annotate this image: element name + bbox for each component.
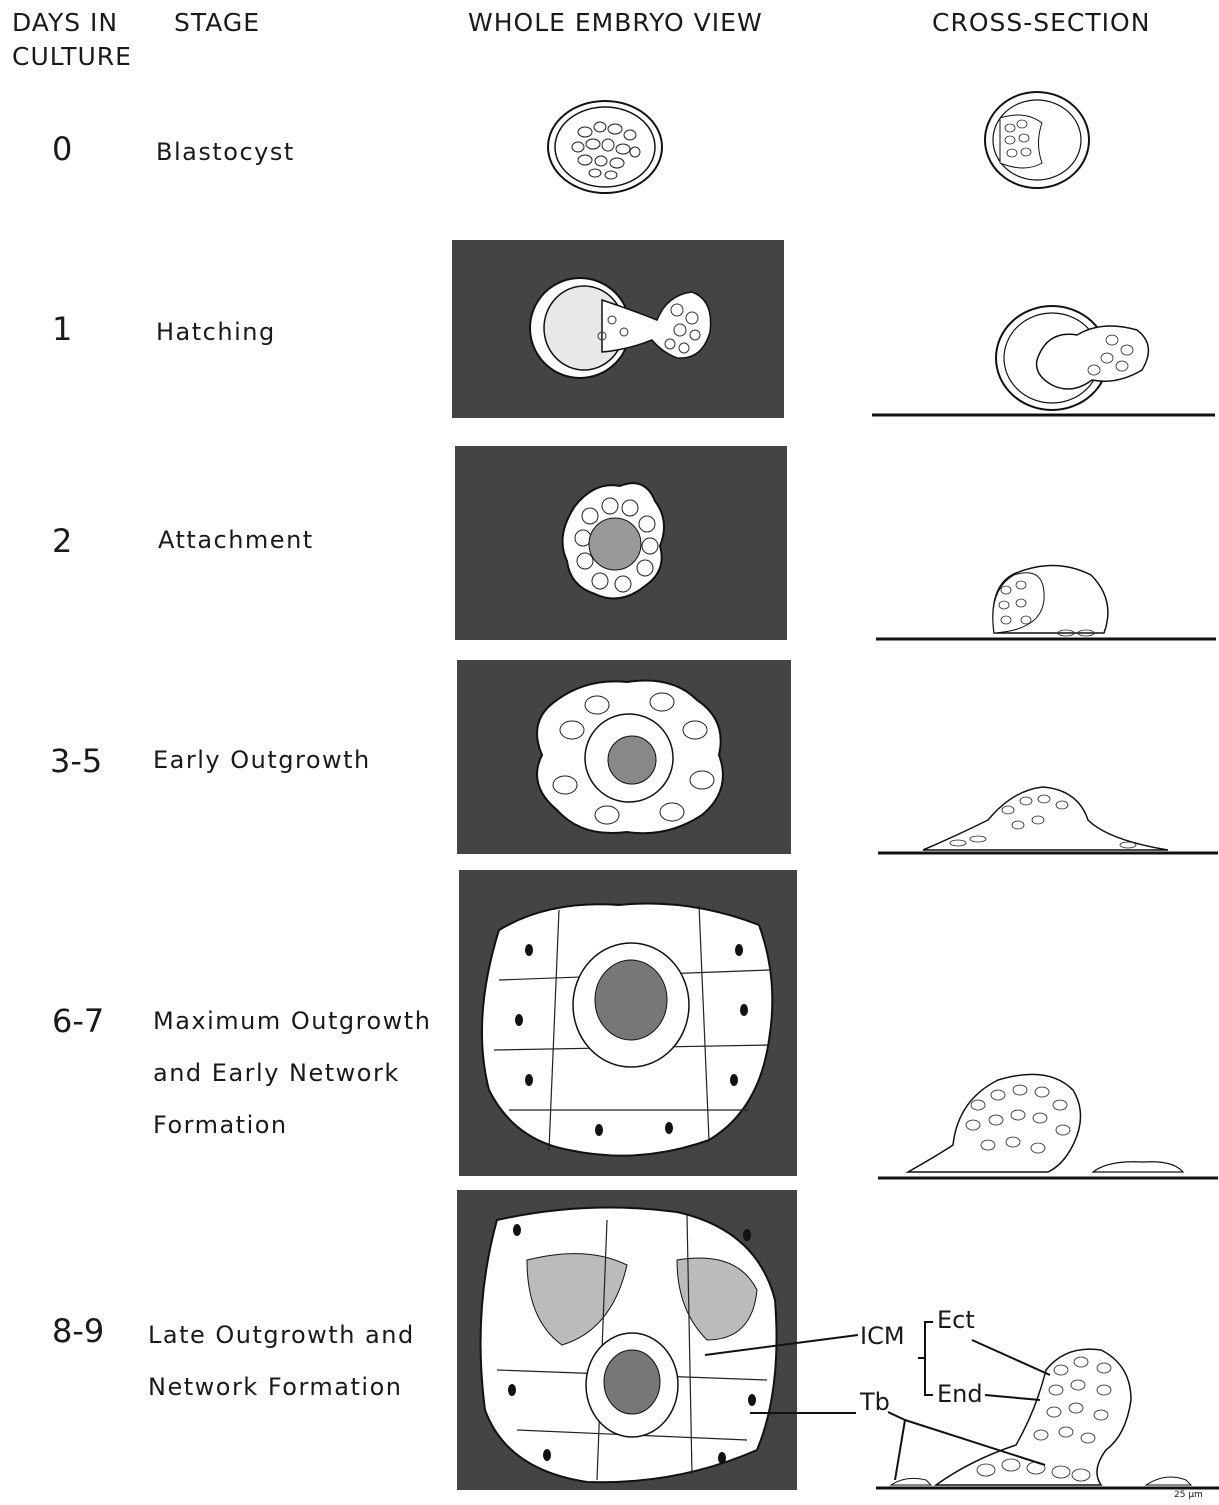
whole-embryo-early-outgrowth <box>457 660 791 854</box>
scale-bar-label: 25 µm <box>1174 1490 1203 1500</box>
stage-label: Early Outgrowth <box>153 734 371 786</box>
stage-label: Blastocyst <box>156 126 295 178</box>
whole-embryo-maximum-outgrowth <box>459 870 797 1176</box>
label-ect: Ect <box>937 1306 975 1334</box>
cross-section-late-outgrowth <box>876 1340 1219 1505</box>
cross-section-hatching <box>872 300 1215 422</box>
header-cross-section: CROSS-SECTION <box>932 6 1150 40</box>
whole-embryo-attachment <box>455 446 787 640</box>
header-days-line1: DAYS IN <box>12 6 118 40</box>
whole-embryo-late-outgrowth <box>457 1190 797 1490</box>
label-tb: Tb <box>860 1388 890 1416</box>
day-label: 3-5 <box>50 742 102 780</box>
header-days-line2: CULTURE <box>12 40 132 74</box>
stage-label: Hatching <box>156 306 276 358</box>
day-label: 1 <box>52 310 72 348</box>
whole-embryo-hatching <box>452 240 784 418</box>
label-end: End <box>937 1380 983 1408</box>
cross-section-attachment <box>876 555 1216 645</box>
cross-section-early-outgrowth <box>878 775 1218 860</box>
cross-section-maximum-outgrowth <box>878 1060 1218 1185</box>
header-whole-embryo: WHOLE EMBRYO VIEW <box>468 6 763 40</box>
stage-label: Attachment <box>158 514 314 566</box>
day-label: 2 <box>52 522 72 560</box>
label-icm: ICM <box>860 1322 905 1350</box>
whole-embryo-blastocyst <box>545 97 665 197</box>
day-label: 8-9 <box>52 1312 104 1350</box>
day-label: 0 <box>52 130 72 168</box>
cross-section-blastocyst <box>980 88 1095 193</box>
header-stage: STAGE <box>174 6 260 40</box>
day-label: 6-7 <box>52 1002 104 1040</box>
